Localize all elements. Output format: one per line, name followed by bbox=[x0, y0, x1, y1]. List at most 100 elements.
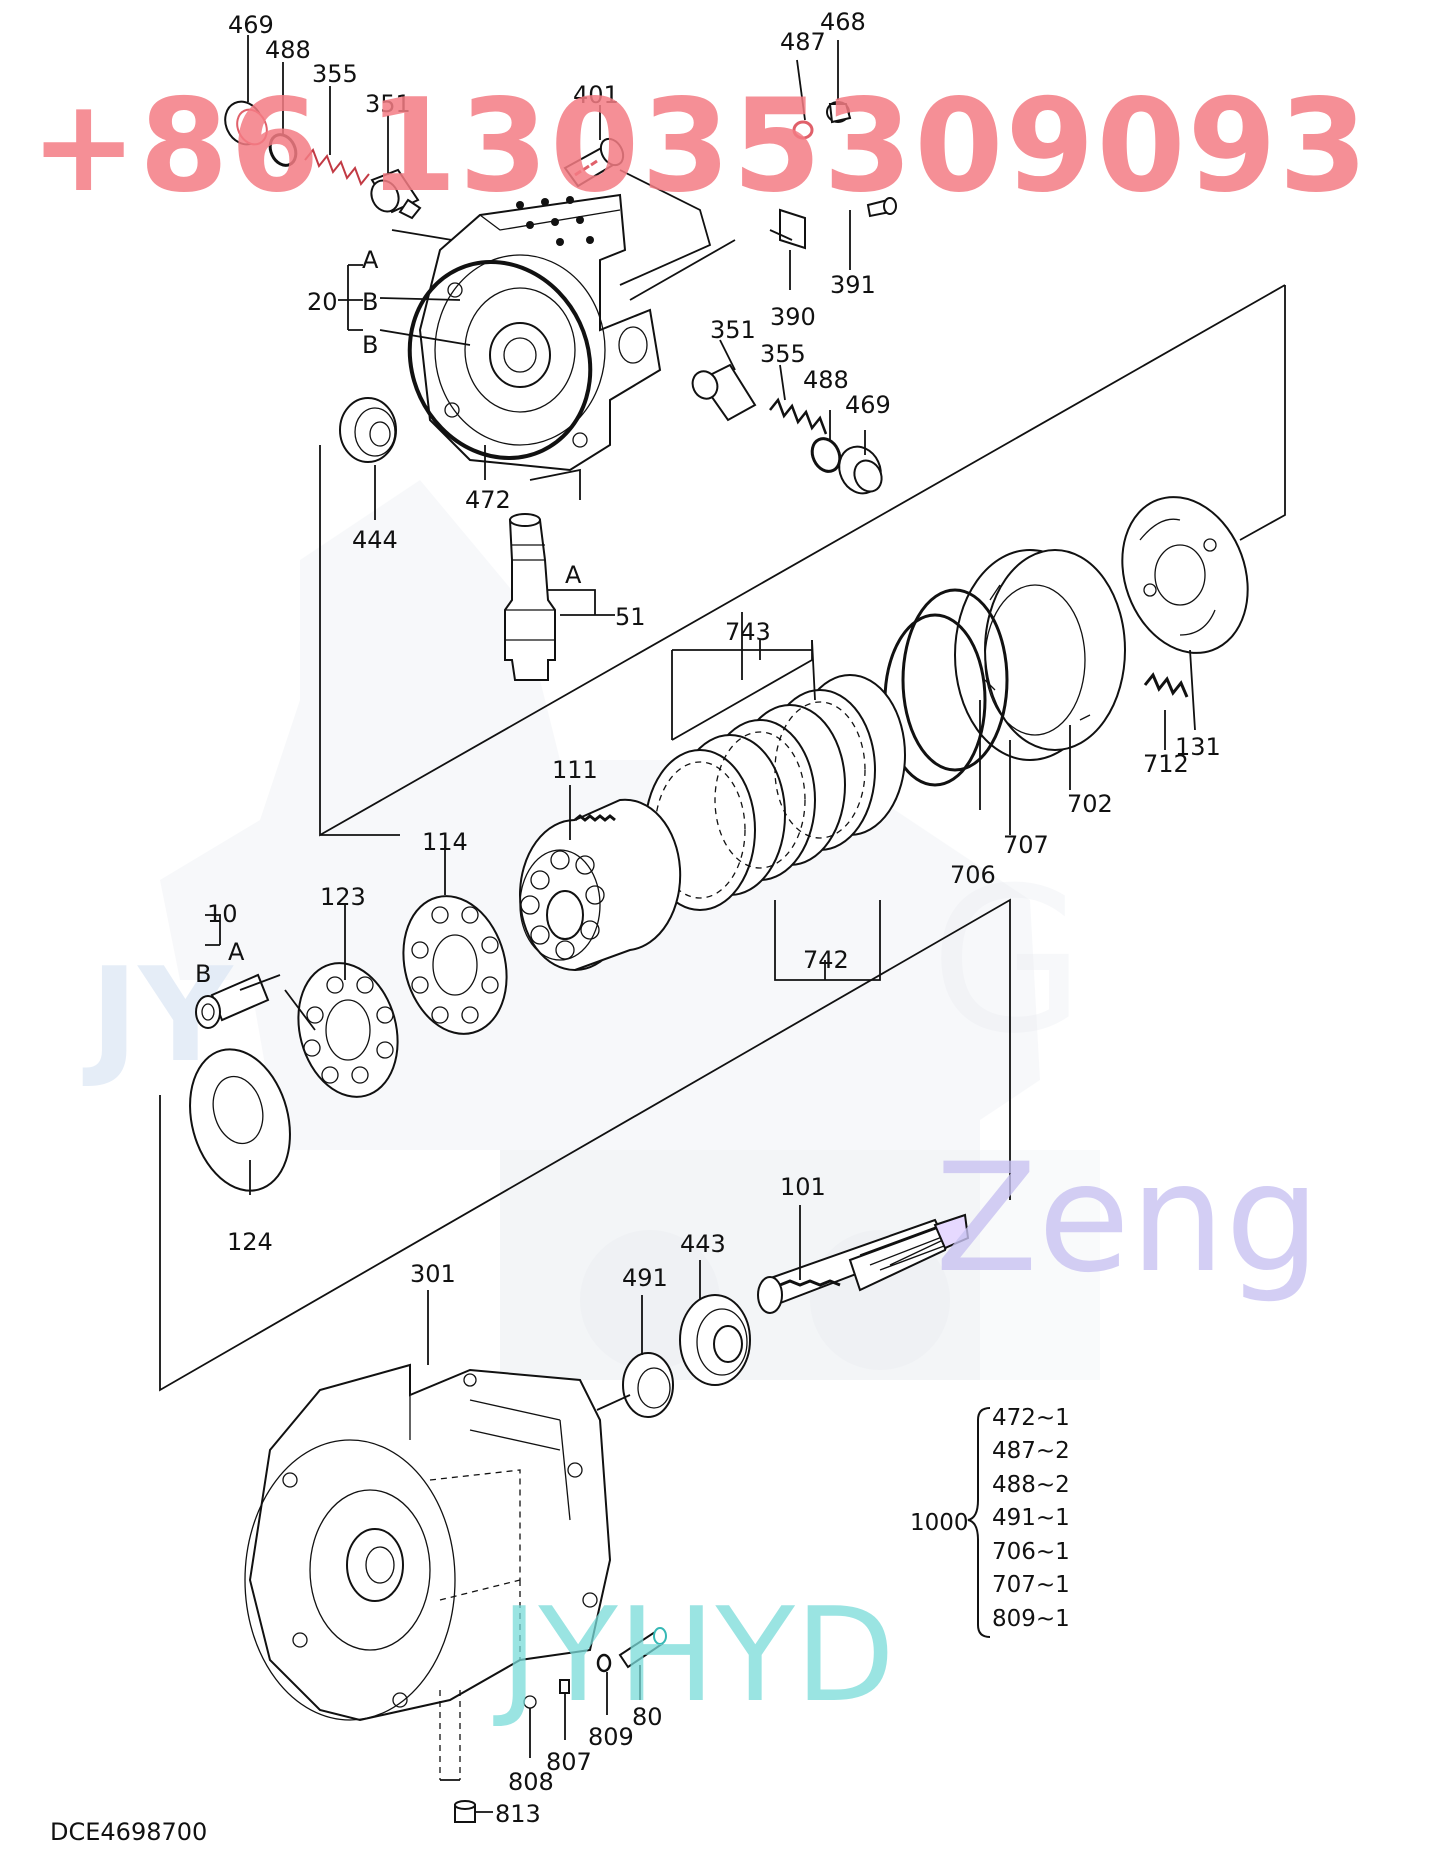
kit-item: 488~2 bbox=[992, 1472, 1070, 1498]
name-watermark: Zeng bbox=[935, 1132, 1320, 1306]
label-A-piston: A bbox=[228, 938, 245, 966]
spool-351-right bbox=[691, 363, 757, 422]
label-301: 301 bbox=[410, 1260, 456, 1288]
label-807: 807 bbox=[546, 1748, 592, 1776]
assembly-frame-lines bbox=[159, 284, 1286, 1392]
plug-468 bbox=[826, 101, 852, 124]
label-401: 401 bbox=[573, 81, 619, 109]
o-ring-488-top bbox=[268, 133, 298, 167]
valve-plate-131 bbox=[1121, 496, 1249, 654]
spring-355-top bbox=[304, 148, 370, 186]
bolt-391 bbox=[866, 197, 897, 218]
leader-lines-middle bbox=[205, 612, 1196, 1195]
label-355-right: 355 bbox=[760, 340, 806, 368]
label-391: 391 bbox=[830, 271, 876, 299]
label-80: 80 bbox=[632, 1703, 663, 1731]
phone-watermark: +86 13035309093 bbox=[30, 72, 1370, 221]
label-487: 487 bbox=[780, 28, 826, 56]
spring-712 bbox=[1143, 672, 1189, 698]
valve-cover-assembly bbox=[418, 193, 662, 472]
label-444: 444 bbox=[352, 526, 398, 554]
repair-kit-list: 1000 472~1 487~2 488~2 491~1 706~1 707~1… bbox=[910, 1405, 1070, 1638]
kit-item: 707~1 bbox=[992, 1572, 1070, 1598]
cylinder-block-111 bbox=[519, 798, 682, 971]
label-A-top: A bbox=[362, 246, 379, 274]
label-390: 390 bbox=[770, 303, 816, 331]
kit-item: 491~1 bbox=[992, 1505, 1070, 1531]
kit-item: 706~1 bbox=[992, 1539, 1070, 1565]
label-488-top: 488 bbox=[265, 36, 311, 64]
o-ring-488-right bbox=[810, 437, 842, 473]
label-111: 111 bbox=[552, 756, 598, 784]
spool-351-top bbox=[370, 168, 422, 220]
label-10: 10 bbox=[207, 900, 238, 928]
o-ring-472 bbox=[407, 260, 593, 460]
label-101: 101 bbox=[780, 1173, 826, 1201]
label-809: 809 bbox=[588, 1723, 634, 1751]
kit-item: 472~1 bbox=[992, 1405, 1070, 1431]
name-plate-390 bbox=[779, 208, 806, 250]
label-B-upper: B bbox=[362, 288, 378, 316]
label-743: 743 bbox=[725, 618, 771, 646]
label-443: 443 bbox=[680, 1230, 726, 1258]
label-472: 472 bbox=[465, 486, 511, 514]
label-712: 712 bbox=[1143, 750, 1189, 778]
label-742: 742 bbox=[803, 946, 849, 974]
label-351-top: 351 bbox=[365, 90, 411, 118]
kit-label: 1000 bbox=[910, 1510, 969, 1536]
label-351-right: 351 bbox=[710, 316, 756, 344]
friction-plates-742-743 bbox=[644, 674, 906, 911]
kit-item: 809~1 bbox=[992, 1606, 1070, 1632]
bearing-443 bbox=[679, 1294, 751, 1386]
label-B-piston: B bbox=[195, 960, 211, 988]
relief-valve-80 bbox=[618, 1627, 667, 1669]
bearing-444 bbox=[339, 397, 397, 463]
label-123: 123 bbox=[320, 883, 366, 911]
label-A-valve: A bbox=[565, 561, 582, 589]
o-ring-809 bbox=[596, 1653, 612, 1673]
leader-lines-bottom bbox=[427, 1205, 801, 1813]
retainer-plate-114 bbox=[402, 895, 508, 1035]
leader-lines-top bbox=[247, 35, 866, 616]
casing-301 bbox=[244, 1363, 612, 1780]
label-469-right: 469 bbox=[845, 391, 891, 419]
plug-401 bbox=[563, 137, 625, 188]
piston-plate-123 bbox=[297, 962, 399, 1098]
label-468: 468 bbox=[820, 8, 866, 36]
plug-469-right bbox=[838, 445, 883, 495]
o-ring-487 bbox=[792, 120, 814, 140]
drive-shaft-101 bbox=[757, 1213, 970, 1314]
label-131: 131 bbox=[1175, 733, 1221, 761]
label-51: 51 bbox=[615, 603, 646, 631]
label-B-lower: B bbox=[362, 331, 378, 359]
plug-813 bbox=[454, 1800, 476, 1823]
label-702: 702 bbox=[1067, 790, 1113, 818]
document-id: DCE4698700 bbox=[50, 1818, 207, 1846]
oil-seal-491 bbox=[622, 1352, 674, 1418]
counterbalance-valve-51 bbox=[504, 513, 556, 681]
label-813: 813 bbox=[495, 1800, 541, 1828]
label-20: 20 bbox=[307, 288, 338, 316]
label-707: 707 bbox=[1003, 831, 1049, 859]
swash-plate-124 bbox=[189, 1048, 291, 1192]
o-ring-707 bbox=[901, 588, 1009, 772]
plug-469-top bbox=[224, 100, 268, 146]
label-488-right: 488 bbox=[803, 366, 849, 394]
label-808: 808 bbox=[508, 1768, 554, 1796]
part-labels: 469 488 355 351 401 487 468 A 20 B B 390… bbox=[195, 8, 1221, 1828]
clutch-pack bbox=[189, 496, 1249, 1192]
spring-355-right bbox=[769, 397, 828, 435]
label-355-top: 355 bbox=[312, 60, 358, 88]
brand-watermark: JYHYD bbox=[493, 1579, 895, 1731]
label-124: 124 bbox=[227, 1228, 273, 1256]
piston-10 bbox=[195, 973, 270, 1029]
label-706: 706 bbox=[950, 861, 996, 889]
label-114: 114 bbox=[422, 828, 468, 856]
kit-item: 487~2 bbox=[992, 1438, 1070, 1464]
brake-piston-702 bbox=[954, 549, 1126, 761]
label-469-top: 469 bbox=[228, 11, 274, 39]
label-491: 491 bbox=[622, 1264, 668, 1292]
svg-text:G: G bbox=[930, 845, 1085, 1078]
